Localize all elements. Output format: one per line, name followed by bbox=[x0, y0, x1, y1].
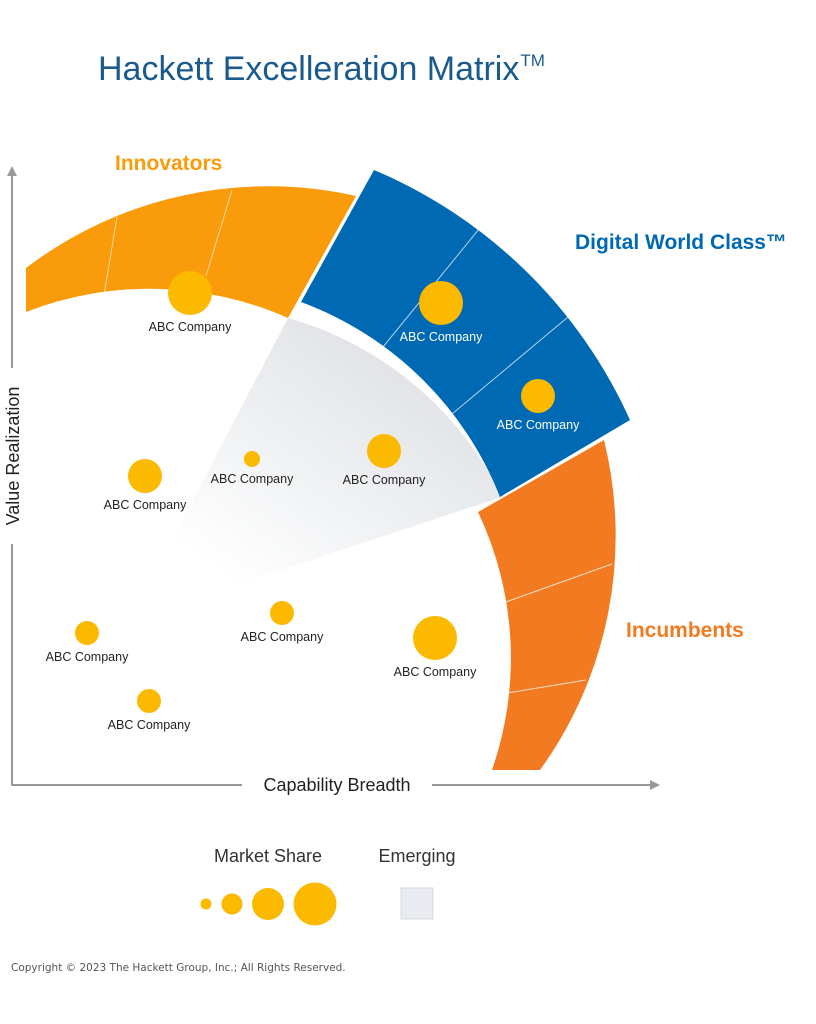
company-marker[interactable]: ABC Company bbox=[394, 616, 477, 679]
company-marker[interactable]: ABC Company bbox=[497, 379, 580, 432]
x-axis-label-bg bbox=[242, 771, 432, 799]
company-label: ABC Company bbox=[149, 320, 232, 334]
legend: Market Share Emerging bbox=[200, 846, 456, 926]
incumbents-divider bbox=[502, 563, 613, 604]
page-title: Hackett Excelleration MatrixTM bbox=[98, 50, 545, 89]
y-axis-label: Value Realization bbox=[3, 387, 23, 526]
innovators-divider bbox=[205, 189, 233, 277]
digital-world-class-band bbox=[301, 170, 630, 497]
incumbents-band bbox=[478, 440, 616, 770]
company-label: ABC Company bbox=[343, 473, 426, 487]
x-axis-arrow bbox=[650, 780, 660, 790]
company-label: ABC Company bbox=[400, 330, 483, 344]
company-label: ABC Company bbox=[108, 718, 191, 732]
legend-bubble bbox=[293, 882, 337, 926]
company-label: ABC Company bbox=[394, 665, 477, 679]
digital-world-class-label: Digital World Class™ bbox=[575, 231, 787, 254]
innovators-divider bbox=[103, 216, 118, 296]
emerging-region bbox=[130, 318, 502, 620]
company-bubble[interactable] bbox=[270, 601, 294, 625]
incumbents-divider bbox=[506, 679, 587, 694]
copyright-text: Copyright © 2023 The Hackett Group, Inc.… bbox=[11, 962, 346, 974]
title-text: Hackett Excelleration Matrix bbox=[98, 50, 520, 88]
company-bubble[interactable] bbox=[413, 616, 457, 660]
company-bubble[interactable] bbox=[128, 459, 162, 493]
y-axis-label-bg bbox=[1, 368, 23, 544]
legend-bubble bbox=[252, 888, 284, 920]
company-label: ABC Company bbox=[497, 418, 580, 432]
company-bubble[interactable] bbox=[75, 621, 99, 645]
company-label: ABC Company bbox=[104, 498, 187, 512]
company-marker[interactable]: ABC Company bbox=[108, 689, 191, 732]
company-bubble[interactable] bbox=[521, 379, 555, 413]
company-marker[interactable]: ABC Company bbox=[241, 601, 324, 644]
dwc-divider bbox=[451, 306, 581, 415]
y-axis-arrow bbox=[7, 166, 17, 176]
company-marker[interactable]: ABC Company bbox=[149, 271, 232, 334]
legend-bubble bbox=[221, 893, 243, 915]
legend-emerging-swatch bbox=[400, 887, 434, 920]
company-marker[interactable]: ABC Company bbox=[400, 281, 483, 344]
company-bubble[interactable] bbox=[419, 281, 463, 325]
trademark-mark: TM bbox=[520, 51, 545, 70]
innovators-band bbox=[26, 186, 356, 318]
company-label: ABC Company bbox=[211, 472, 294, 486]
company-marker[interactable]: ABC Company bbox=[343, 434, 426, 487]
company-bubble[interactable] bbox=[137, 689, 161, 713]
innovators-label: Innovators bbox=[115, 152, 222, 175]
company-label: ABC Company bbox=[241, 630, 324, 644]
company-marker[interactable]: ABC Company bbox=[46, 621, 129, 664]
incumbents-label: Incumbents bbox=[626, 619, 744, 642]
legend-market-share-label: Market Share bbox=[214, 846, 322, 866]
company-bubble[interactable] bbox=[367, 434, 401, 468]
company-bubble[interactable] bbox=[168, 271, 212, 315]
legend-emerging-label: Emerging bbox=[378, 846, 455, 866]
company-label: ABC Company bbox=[46, 650, 129, 664]
legend-market-share-bubbles bbox=[200, 882, 337, 926]
company-marker[interactable]: ABC Company bbox=[211, 451, 294, 486]
legend-bubble bbox=[200, 898, 212, 910]
x-axis-label: Capability Breadth bbox=[263, 775, 410, 795]
company-marker[interactable]: ABC Company bbox=[104, 459, 187, 512]
company-bubble[interactable] bbox=[244, 451, 260, 467]
